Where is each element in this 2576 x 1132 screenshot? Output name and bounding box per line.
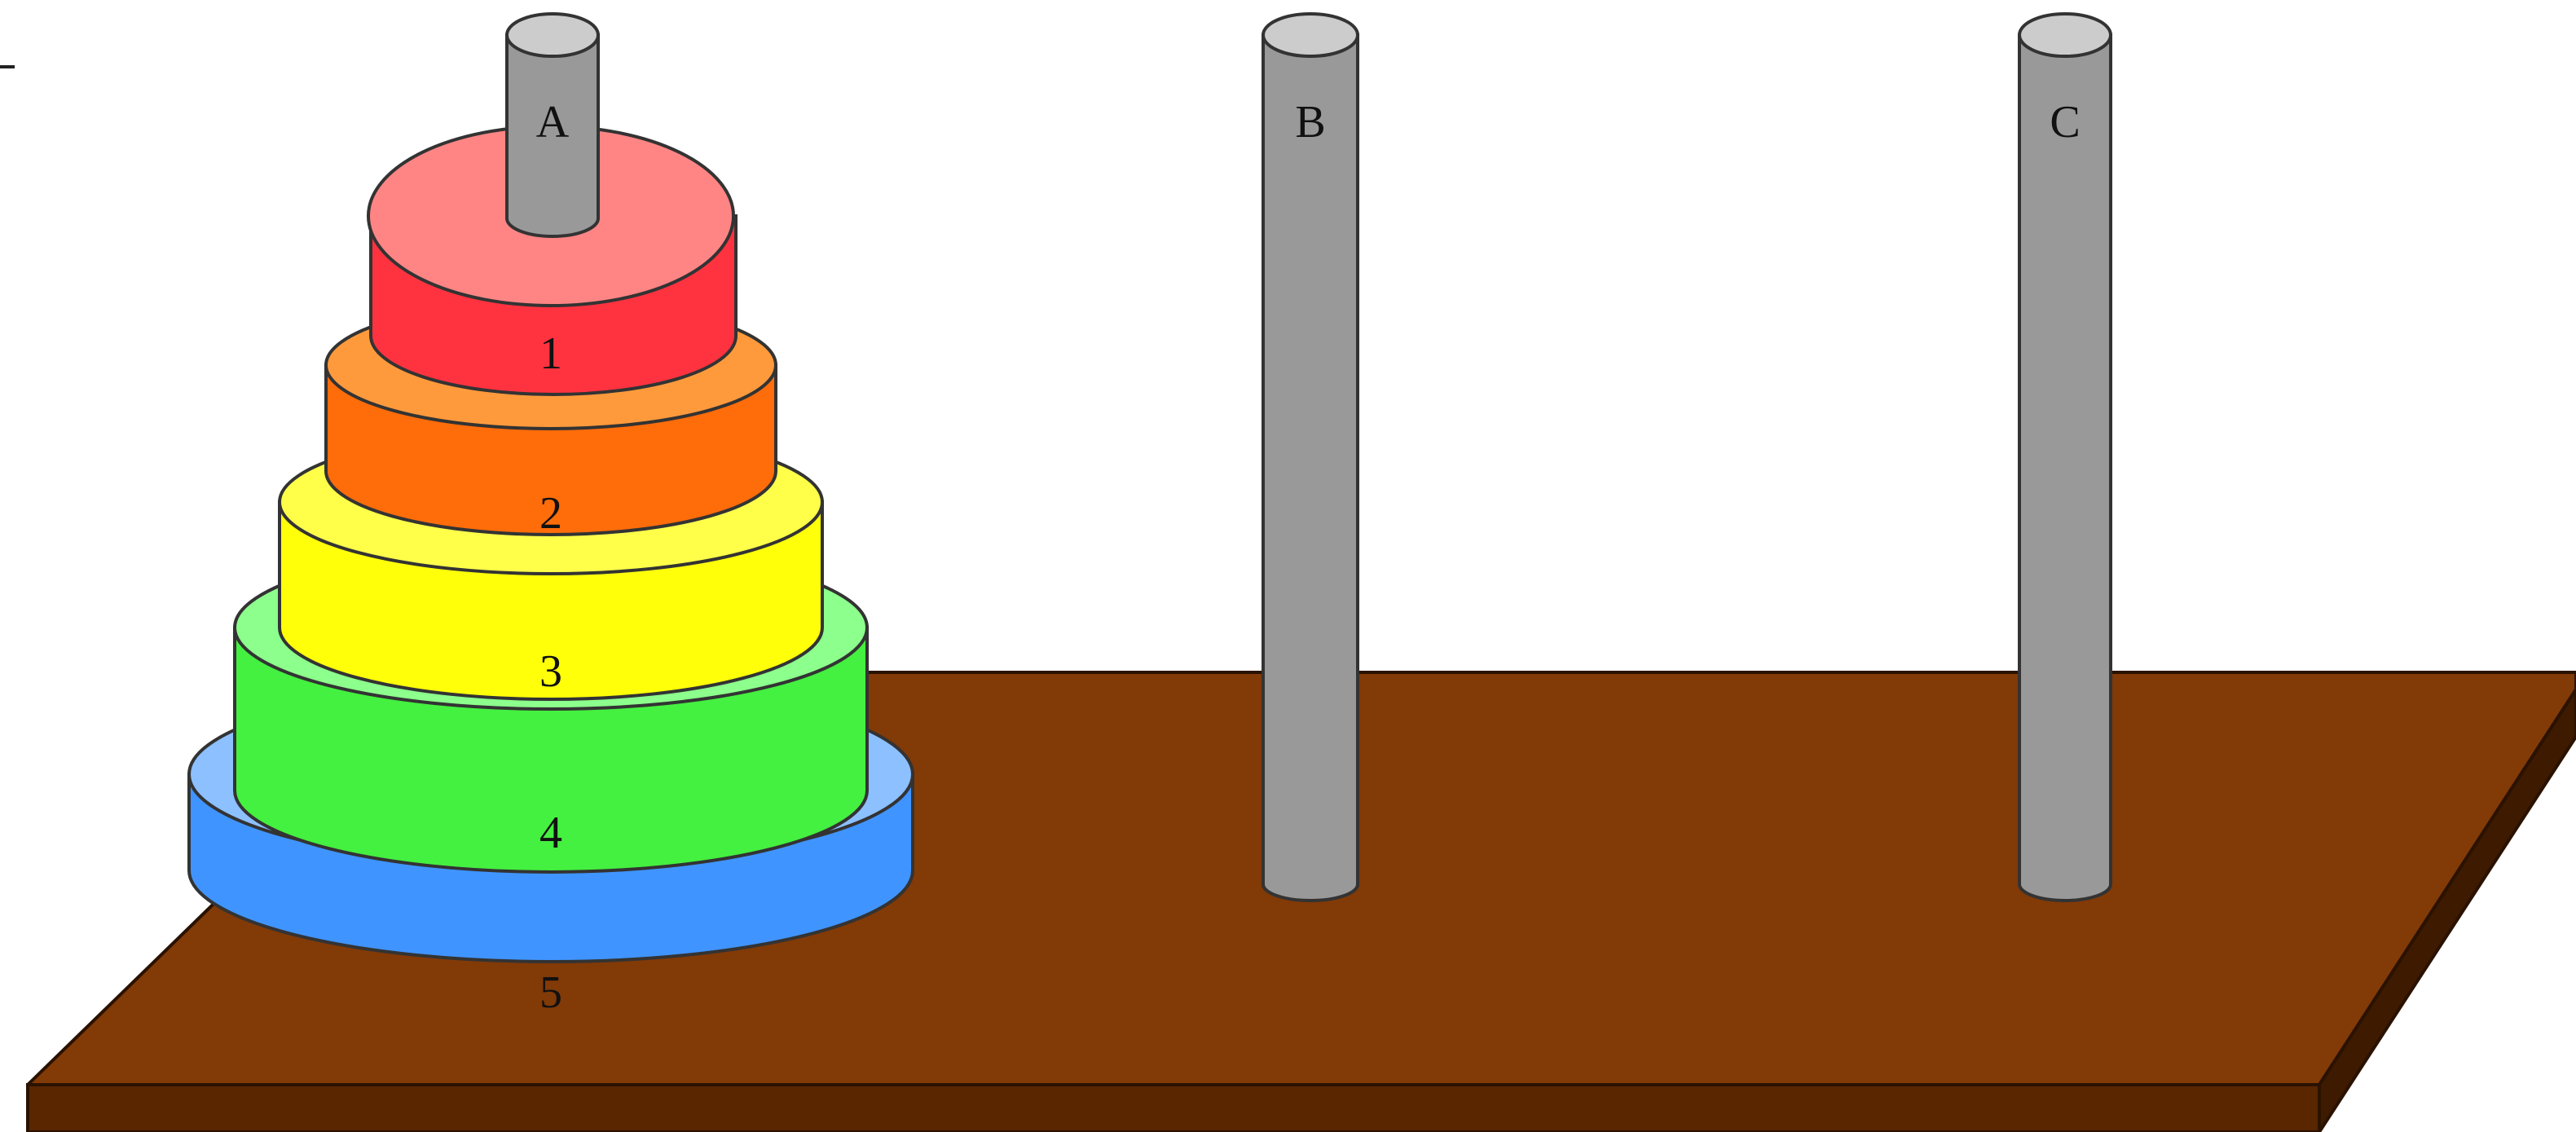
peg-b: B [1263,14,1358,901]
peg-c-label: C [2050,97,2080,148]
peg-a-label: A [536,97,570,148]
peg-b-body [1263,35,1358,901]
disk-5-label: 5 [539,967,562,1018]
disk-4-label: 4 [539,808,562,858]
peg-a-top [507,14,598,56]
disk-3-label: 3 [539,646,562,697]
peg-b-top [1263,14,1358,56]
disk-1-label: 1 [539,328,562,379]
base-board-front [28,1085,2319,1132]
peg-c: C [2019,14,2111,901]
disk-2-label: 2 [539,488,562,539]
peg-c-top [2019,14,2111,56]
peg-b-label: B [1295,97,1325,148]
peg-a: A [507,14,598,236]
peg-c-body [2019,35,2111,901]
